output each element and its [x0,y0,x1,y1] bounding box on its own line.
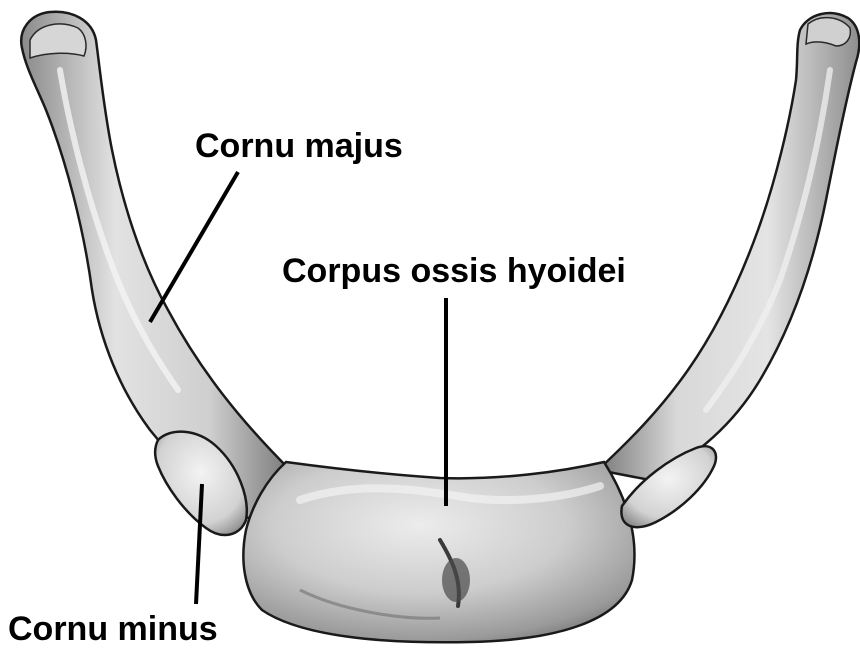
leader-line-cornu-majus [150,172,238,322]
label-cornu-minus: Cornu minus [8,612,218,646]
label-corpus-ossis-hyoidei: Corpus ossis hyoidei [282,254,626,288]
label-cornu-majus: Cornu majus [195,129,403,163]
hyoid-body [243,462,634,642]
right-greater-horn [598,13,859,480]
